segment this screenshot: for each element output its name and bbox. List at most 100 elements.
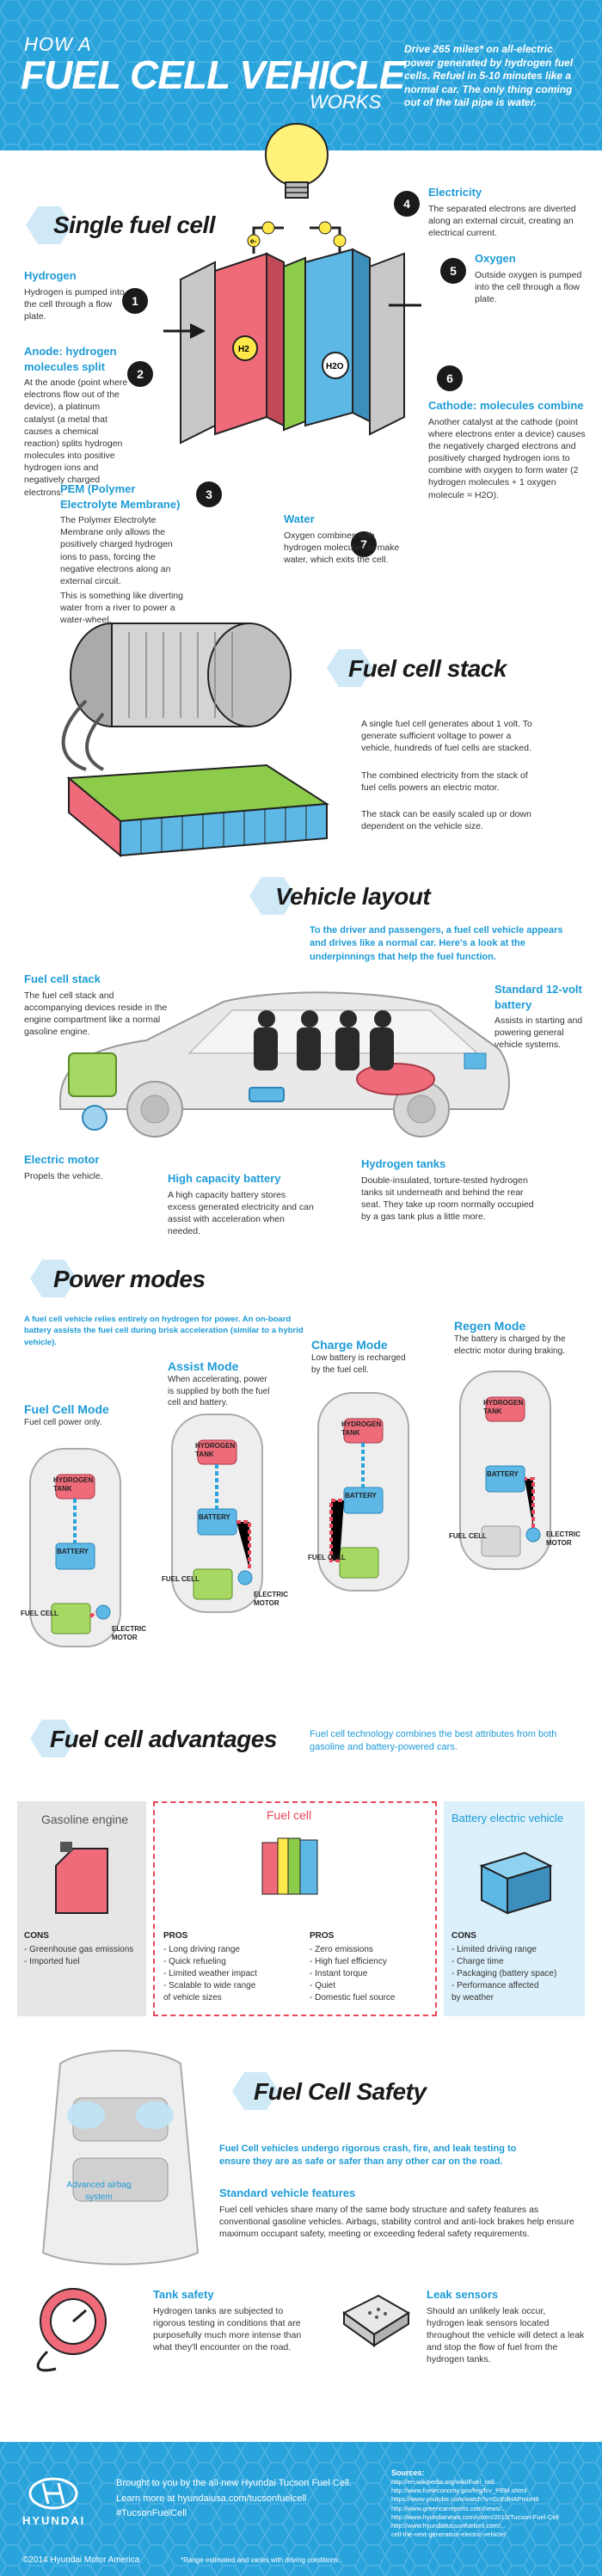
anode-title: Anode: hydrogen molecules split: [24, 345, 117, 373]
motor-text: Propels the vehicle.: [24, 1170, 103, 1181]
source-2[interactable]: https://www.youtube.com/watch?v=GcEdHAPm…: [391, 2495, 539, 2504]
mode-regen-text: The battery is charged by the electric m…: [454, 1334, 566, 1356]
hyundai-logo-icon: [28, 2477, 78, 2510]
label-tank-4: HYDROGEN TANK: [483, 1399, 524, 1416]
hcb-block: High capacity battery A high capacity ba…: [168, 1171, 314, 1240]
hyundai-wordmark: HYUNDAI: [22, 2514, 86, 2527]
leak-title: Leak sensors: [427, 2288, 499, 2301]
tank-safety-title: Tank safety: [153, 2288, 214, 2301]
label-fuel-cell-3: FUEL CELL: [308, 1554, 346, 1561]
fc-pros-left-2: - Limited weather impact: [163, 1969, 257, 1978]
source-4[interactable]: http://www.hyundainews.com/us/en/2013/Tu…: [391, 2512, 559, 2521]
pem-text-2: This is something like diverting water f…: [60, 591, 183, 626]
leak-sensor-icon: [342, 2294, 410, 2347]
bev-cons-label: CONS: [452, 1931, 476, 1941]
battery12-text: Assists in starting and powering general…: [494, 1015, 583, 1051]
layout-stack-title: Fuel cell stack: [24, 972, 101, 985]
mode-assist-title: Assist Mode: [168, 1359, 239, 1373]
hcb-text: A high capacity battery stores excess ge…: [168, 1189, 314, 1237]
single-cell-title: Single fuel cell: [53, 212, 216, 238]
modes-intro: A fuel cell vehicle relies entirely on h…: [24, 1315, 304, 1347]
modes-title-bg: [30, 1260, 77, 1297]
battery12-block: Standard 12-volt battery Assists in star…: [494, 982, 589, 1054]
stack-title: Fuel cell stack: [348, 655, 507, 682]
title-works: WORKS: [310, 91, 382, 113]
fc-column: [153, 1801, 437, 2016]
electricity-block: Electricity The separated electrons are …: [428, 185, 583, 242]
battery-box-icon: [479, 1851, 553, 1915]
callout-4: 4: [394, 191, 420, 217]
cathode-title: Cathode: molecules combine: [428, 399, 584, 412]
electricity-title: Electricity: [428, 186, 482, 199]
sources-label: Sources:: [391, 2469, 425, 2477]
fc-pros-label-left: PROS: [163, 1931, 188, 1941]
source-0[interactable]: http://en.wikipedia.org/wiki/Fuel_cell: [391, 2478, 494, 2487]
source-6[interactable]: cell-the-next-generation-electric-vehicl…: [391, 2530, 506, 2538]
range-footnote: *Range estimated and varies with driving…: [181, 2556, 341, 2564]
fc-pros-left-0: - Long driving range: [163, 1945, 240, 1954]
layout-title: Vehicle layout: [275, 883, 431, 910]
safety-title: Fuel Cell Safety: [254, 2078, 427, 2105]
footer-credits: Brought to you by the all-new Hyundai Tu…: [116, 2476, 374, 2522]
airbag-label: Advanced airbag system: [66, 2180, 132, 2202]
page-title: FUEL CELL VEHICLE: [21, 52, 405, 97]
label-tank-3: HYDROGEN TANK: [341, 1420, 382, 1438]
h2-label: H2: [238, 345, 249, 354]
fc-pros-left-3: - Scalable to wide range: [163, 1981, 256, 1990]
fuel-cell-diagram: e- H2 H2O: [163, 221, 421, 445]
mode-assist-car: [171, 1414, 263, 1613]
safety-intro: Fuel Cell vehicles undergo rigorous cras…: [219, 2144, 517, 2168]
source-1[interactable]: http://www.fueleconomy.gov/feg/fcv_PEM.s…: [391, 2487, 527, 2495]
mode-assist-text: When accelerating, power is supplied by …: [168, 1375, 270, 1408]
footer-line-3: #TucsonFuelCell: [116, 2508, 187, 2519]
label-battery-3: BATTERY: [345, 1492, 377, 1500]
pem-text-1: The Polymer Electrolyte Membrane only al…: [60, 515, 173, 586]
fc-pros-left-1: - Quick refueling: [163, 1957, 226, 1966]
hydrogen-title: Hydrogen: [24, 269, 77, 282]
modes-title: Power modes: [53, 1266, 206, 1292]
bev-cons-0: - Limited driving range: [452, 1945, 537, 1954]
gas-cons-0: - Greenhouse gas emissions: [24, 1945, 134, 1954]
gas-cons-label: CONS: [24, 1931, 49, 1941]
water-title: Water: [284, 512, 315, 525]
footer-sources: Sources: http://en.wikipedia.org/wiki/Fu…: [391, 2468, 593, 2539]
single-cell-title-bg: [26, 206, 72, 244]
footer-line-2[interactable]: Learn more at hyundaiusa.com/tucsonfuelc…: [116, 2493, 307, 2504]
cathode-block: Cathode: molecules combine Another catal…: [428, 398, 587, 504]
tank-safety-text: Hydrogen tanks are subjected to rigorous…: [153, 2305, 302, 2353]
motor-title: Electric motor: [24, 1153, 100, 1166]
callout-7: 7: [351, 531, 377, 557]
layout-stack-block: Fuel cell stack The fuel cell stack and …: [24, 972, 175, 1040]
mode-charge-text: Low battery is recharged by the fuel cel…: [311, 1353, 406, 1375]
mode-charge-car: [317, 1392, 409, 1592]
label-battery-1: BATTERY: [57, 1548, 89, 1555]
hydrogen-block: Hydrogen Hydrogen is pumped into the cel…: [24, 268, 127, 325]
pem-title: PEM (Polymer Electrolyte Membrane): [60, 482, 181, 511]
tank-safety-block: Tank safety Hydrogen tanks are subjected…: [153, 2287, 316, 2356]
bev-cons: CONS - Limited driving range - Charge ti…: [452, 1930, 580, 2004]
fc-pros-right-0: - Zero emissions: [310, 1945, 373, 1954]
layout-intro: To the driver and passengers, a fuel cel…: [310, 925, 563, 962]
label-battery-4: BATTERY: [487, 1470, 519, 1478]
source-3[interactable]: http://www.greencarreports.com/news/...: [391, 2504, 507, 2512]
source-5[interactable]: http://www.hyundaitucsonfuelcell.com/...: [391, 2521, 506, 2530]
safety-title-bg: [232, 2072, 279, 2110]
adv-title: Fuel cell advantages: [50, 1726, 277, 1752]
stack-p1: A single fuel cell generates about 1 vol…: [361, 719, 532, 754]
oxygen-text: Outside oxygen is pumped into the cell t…: [475, 269, 582, 304]
label-tank-2: HYDROGEN TANK: [195, 1442, 236, 1459]
leak-text: Should an unlikely leak occur, hydrogen …: [427, 2305, 585, 2365]
fc-pros-right-4: - Domestic fuel source: [310, 1993, 396, 2003]
label-motor-2: ELECTRIC MOTOR: [254, 1591, 288, 1608]
callout-5: 5: [440, 258, 466, 284]
header-tagline: Drive 265 miles* on all-electric power g…: [404, 43, 574, 109]
label-motor-4: ELECTRIC MOTOR: [546, 1530, 580, 1548]
footer-line-1: Brought to you by the all-new Hyundai Tu…: [116, 2478, 352, 2488]
fc-pros-right-2: - Instant torque: [310, 1969, 368, 1978]
mode-fuel-cell-text: Fuel cell power only.: [24, 1418, 102, 1427]
gas-cons: CONS - Greenhouse gas emissions - Import…: [24, 1930, 144, 1968]
mode-charge-title: Charge Mode: [311, 1338, 388, 1352]
label-fuel-cell-2: FUEL CELL: [162, 1575, 200, 1583]
fc-pros-right-1: - High fuel efficiency: [310, 1957, 387, 1966]
label-motor-1: ELECTRIC MOTOR: [112, 1625, 146, 1642]
